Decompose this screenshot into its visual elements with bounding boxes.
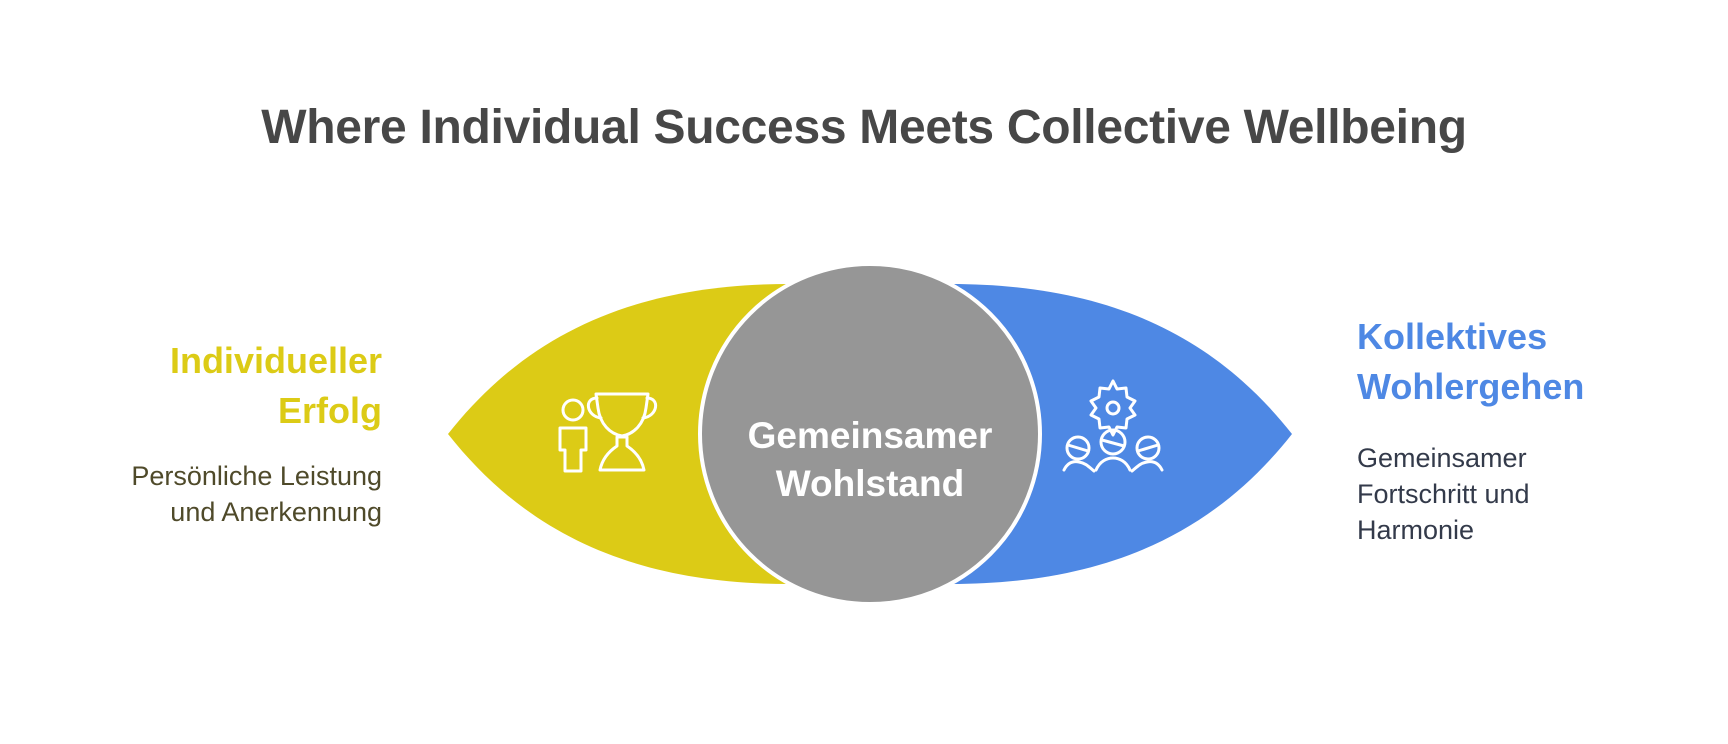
- left-heading-line1: Individueller: [169, 340, 382, 381]
- center-circle: [698, 262, 1042, 606]
- diagram-title: Where Individual Success Meets Collectiv…: [261, 101, 1467, 154]
- right-block: Kollektives Wohlergehen Gemeinsamer Fort…: [1357, 312, 1697, 548]
- right-heading-line2: Wohlergehen: [1357, 366, 1585, 407]
- left-heading: Individueller Erfolg: [60, 336, 382, 436]
- center-label-line1: Gemeinsamer: [748, 415, 993, 456]
- community-gear-icon: [1062, 379, 1164, 473]
- left-desc-line2: und Anerkennung: [170, 497, 382, 527]
- left-desc-line1: Persönliche Leistung: [131, 461, 382, 491]
- right-desc-line1: Gemeinsamer: [1357, 443, 1527, 473]
- right-description: Gemeinsamer Fortschritt und Harmonie: [1357, 440, 1697, 548]
- left-block: Individueller Erfolg Persönliche Leistun…: [60, 336, 382, 530]
- center-label-line2: Wohlstand: [776, 463, 964, 504]
- right-heading: Kollektives Wohlergehen: [1357, 312, 1697, 412]
- right-desc-line2: Fortschritt und: [1357, 479, 1530, 509]
- right-heading-line1: Kollektives: [1357, 316, 1548, 357]
- left-description: Persönliche Leistung und Anerkennung: [60, 458, 382, 530]
- person-trophy-icon: [558, 392, 657, 473]
- right-desc-line3: Harmonie: [1357, 515, 1475, 545]
- left-heading-line2: Erfolg: [278, 390, 382, 431]
